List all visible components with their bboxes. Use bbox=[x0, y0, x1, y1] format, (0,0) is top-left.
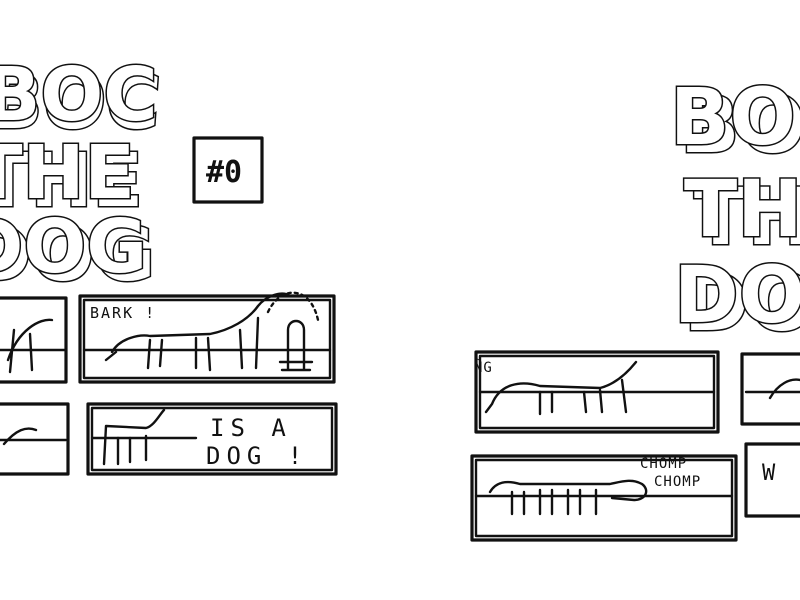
left-title-line-1-shadow: BOC bbox=[0, 60, 163, 146]
sniffing-dog-drawing bbox=[484, 360, 638, 416]
right-panel-row-2: CHOMP CHOMP W bbox=[470, 442, 800, 542]
chomp-sound-2: CHOMP bbox=[654, 474, 701, 490]
left-panel-row-2: IS A DOG ! bbox=[0, 402, 338, 476]
right-title-line-2: TH bbox=[684, 165, 800, 255]
right-panel-row-1: ÑG bbox=[474, 350, 800, 434]
right-title-line-3: DO bbox=[674, 251, 800, 341]
right-page: BO TH DO BO TH DO ÑG CHOMP CHOMP W bbox=[470, 72, 800, 542]
dog-text: DOG ! bbox=[206, 442, 308, 470]
issue-number-box: #0 bbox=[192, 136, 264, 204]
right-title-line-1-shadow: BO bbox=[680, 81, 800, 171]
right-title: BO TH DO BO TH DO bbox=[669, 72, 800, 351]
right-title-line-3-shadow: DO bbox=[684, 259, 800, 349]
ng-sound: ÑG bbox=[474, 359, 493, 376]
left-title-line-2: THE bbox=[0, 130, 135, 216]
left-title: BOC THE DOG BOC THE DOG bbox=[0, 51, 165, 300]
left-page: BOC THE DOG BOC THE DOG #0 BARK ! bbox=[0, 51, 338, 476]
is-a-text: IS A bbox=[210, 414, 292, 442]
right-title-line-1: BO bbox=[670, 73, 796, 163]
left-panel-row-1: BARK ! bbox=[0, 291, 336, 384]
left-title-line-2-shadow: THE bbox=[0, 138, 143, 224]
edge-panel-text: W bbox=[762, 461, 776, 486]
left-title-line-3-shadow: DOG bbox=[0, 212, 155, 298]
left-title-line-3: DOG bbox=[0, 204, 147, 290]
right-title-line-2-shadow: TH bbox=[694, 173, 800, 263]
hydrant-drawing bbox=[278, 319, 314, 372]
bark-sound: BARK ! bbox=[90, 304, 156, 322]
dog-legs-drawing bbox=[102, 408, 166, 466]
left-title-line-1: BOC bbox=[0, 52, 158, 138]
chomp-sound-1: CHOMP bbox=[640, 456, 687, 472]
dog-drawing bbox=[104, 292, 292, 372]
chomping-dog-drawing bbox=[488, 479, 648, 516]
issue-number: #0 bbox=[206, 155, 242, 190]
